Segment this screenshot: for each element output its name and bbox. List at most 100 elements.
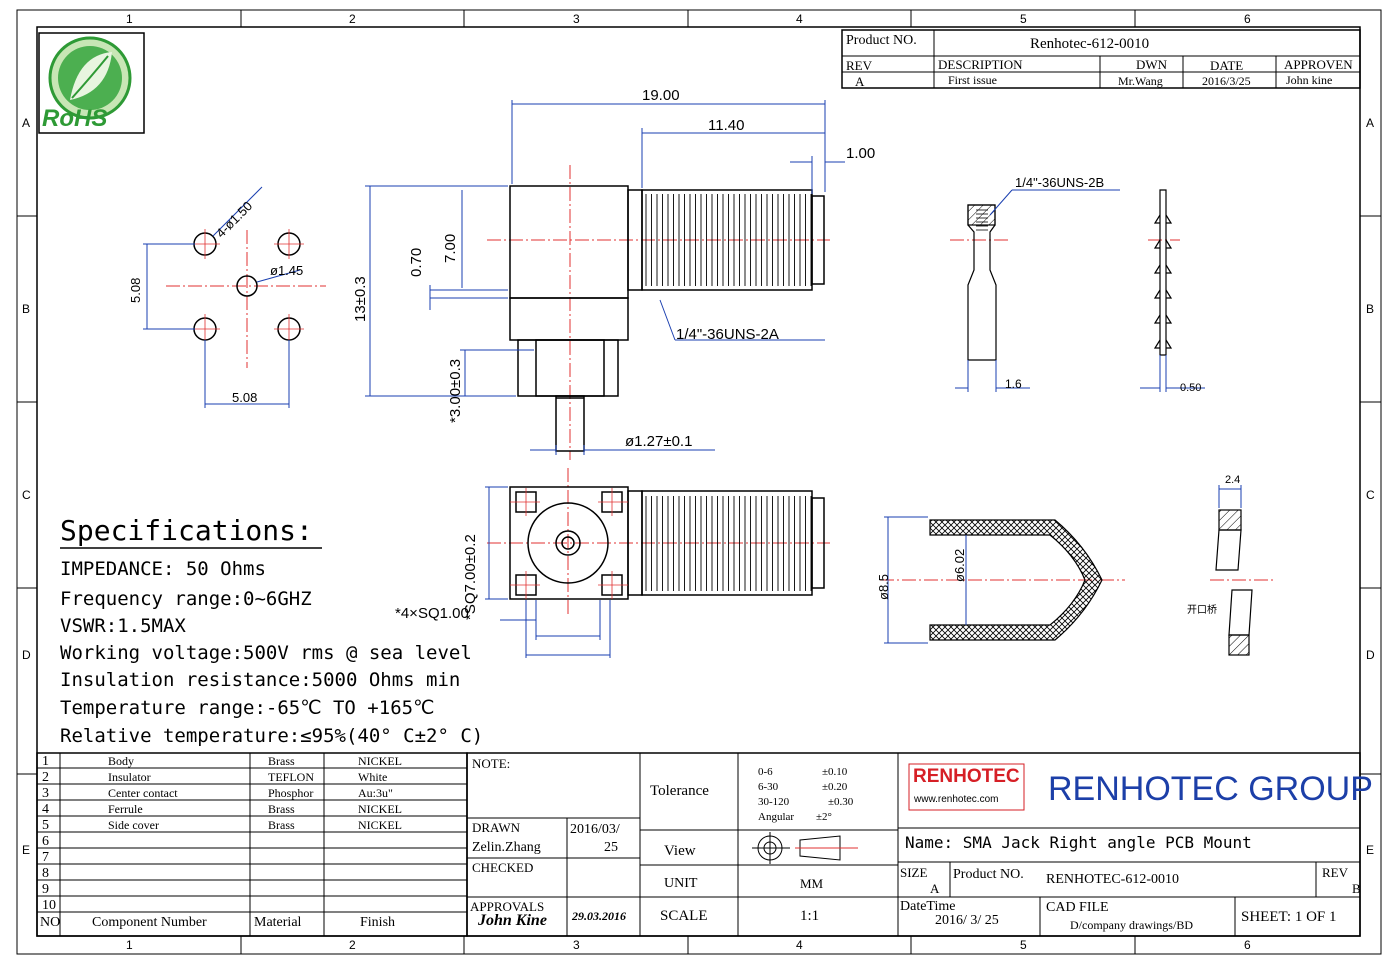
dim-070: 0.70 [408, 247, 425, 277]
dim-pitch-v: 5.08 [128, 277, 143, 303]
bom-row-finish: NICKEL [358, 754, 402, 768]
size-label: SIZE [900, 865, 928, 880]
dim-dia85: ø8.5 [876, 573, 891, 600]
tol-value: ±2° [816, 811, 832, 823]
checked-label: CHECKED [472, 860, 534, 875]
col-label: 3 [573, 12, 580, 26]
header-rev: A [855, 74, 865, 89]
dim-tip: 1.00 [846, 145, 876, 162]
spec-item: Working voltage:500V rms @ sea level [60, 642, 472, 664]
spec-item: Relative temperature:≤95%(40° C±2° C) [60, 725, 484, 747]
header-product-no: Renhotec-612-0010 [1030, 36, 1150, 52]
bom-row-no: 4 [42, 802, 49, 817]
header-rev-label: REV [846, 58, 872, 73]
tolerance-label: Tolerance [650, 783, 709, 799]
spec-item: Temperature range:-65℃ TO +165℃ [60, 697, 435, 719]
brand-url: www.renhotec.com [914, 794, 999, 805]
row-label: E [1366, 843, 1375, 857]
row-label: A [1366, 116, 1375, 130]
tol-value: ±0.30 [828, 796, 854, 808]
datetime-value: 2016/ 3/ 25 [935, 913, 999, 928]
dim-nut-width: 1.6 [1005, 377, 1022, 391]
approvals-date: 29.03.2016 [572, 909, 626, 923]
header-description: First issue [948, 73, 998, 87]
col-label: 5 [1020, 12, 1027, 26]
col-label: 2 [349, 12, 356, 26]
washer-side [1153, 189, 1173, 356]
nut-front [929, 519, 1103, 641]
bom-row-name: Insulator [108, 770, 151, 784]
bom-row-material: Brass [268, 754, 295, 768]
drawn-label: DRAWN [472, 820, 521, 835]
cad-file-value: D/company drawings/BD [1070, 918, 1193, 932]
col-label: 5 [1020, 938, 1027, 952]
row-label: A [22, 116, 31, 130]
drawn-date-1: 2016/03/ [570, 822, 620, 837]
dim-dia60: ø6.02 [952, 548, 967, 582]
dim-total-length: 19.00 [642, 87, 680, 104]
dim-thread-length: 11.40 [708, 117, 745, 134]
unit-label: UNIT [664, 876, 698, 891]
bom-row-no: 6 [42, 834, 49, 849]
view-label: View [664, 843, 696, 859]
tb-rev-label: REV [1322, 865, 1348, 880]
row-label: E [22, 843, 31, 857]
dim-gap-label: 开口桥 [1187, 605, 1217, 616]
washer-front [1215, 509, 1253, 656]
dim-height: 13±0.3 [352, 276, 369, 322]
drawn-date-2: 25 [604, 840, 618, 855]
bom-header-finish: Finish [360, 915, 396, 930]
row-label: D [1366, 648, 1375, 662]
size-value: A [930, 881, 940, 896]
unit-value: MM [800, 876, 824, 891]
col-label: 4 [796, 12, 803, 26]
bom-row-no: 2 [42, 770, 49, 785]
tol-range: 6-30 [758, 781, 779, 793]
dim-gap: 2.4 [1225, 474, 1241, 486]
datetime-label: DateTime [900, 899, 956, 914]
col-label: 6 [1244, 938, 1251, 952]
tol-value: ±0.20 [822, 781, 848, 793]
header-dwn-label: DWN [1136, 57, 1168, 72]
spec-item: Frequency range:0~6GHZ [60, 588, 312, 610]
bom-table [36, 752, 468, 937]
sheet-count: SHEET: 1 OF 1 [1241, 909, 1337, 925]
approvals-label: APPROVALS [470, 899, 545, 914]
scale-label: SCALE [660, 908, 708, 924]
bom-row-no: 5 [42, 818, 49, 833]
bom-row-finish: NICKEL [358, 802, 402, 816]
brand-group: RENHOTEC GROUP [1048, 770, 1373, 808]
bom-row-finish: Au:3u" [358, 786, 393, 800]
side-view [509, 185, 825, 452]
spec-item: Insulation resistance:5000 Ohms min [60, 669, 461, 691]
col-label: 4 [796, 938, 803, 952]
bom-row-name: Ferrule [108, 802, 143, 816]
dim-pin-height: *3.00±0.3 [447, 358, 464, 423]
col-label: 2 [349, 938, 356, 952]
col-label: 6 [1244, 12, 1251, 26]
bom-row-material: Brass [268, 802, 295, 816]
col-label: 1 [126, 12, 133, 26]
bom-row-material: Brass [268, 818, 295, 832]
header-date-label: DATE [1210, 58, 1244, 73]
bom-row-no: 1 [42, 754, 49, 769]
approvals-signature: John Kine [478, 912, 547, 929]
tb-product-no-label: Product NO. [953, 867, 1024, 882]
header-date: 2016/3/25 [1202, 74, 1251, 88]
tb-rev-value: B [1352, 881, 1361, 896]
part-name: Name: SMA Jack Right angle PCB Mount [905, 833, 1252, 852]
title-block [466, 752, 1361, 937]
dim-sq100: *4×SQ1.00 [395, 605, 469, 622]
rohs-logo-text: RoHS [42, 105, 108, 132]
dim-thread-b: 1/4"-36UNS-2B [1015, 175, 1105, 190]
bom-header-material: Material [254, 915, 302, 930]
header-dwn: Mr.Wang [1118, 74, 1163, 88]
bom-row-name: Body [108, 754, 135, 768]
col-label: 3 [573, 938, 580, 952]
row-label: C [1366, 488, 1375, 502]
dim-pin-dia: ø1.27±0.1 [625, 433, 693, 450]
nut-side [967, 204, 997, 361]
row-label: B [1366, 302, 1375, 316]
bom-row-name: Center contact [108, 786, 178, 800]
dim-pitch-h: 5.08 [232, 390, 258, 405]
